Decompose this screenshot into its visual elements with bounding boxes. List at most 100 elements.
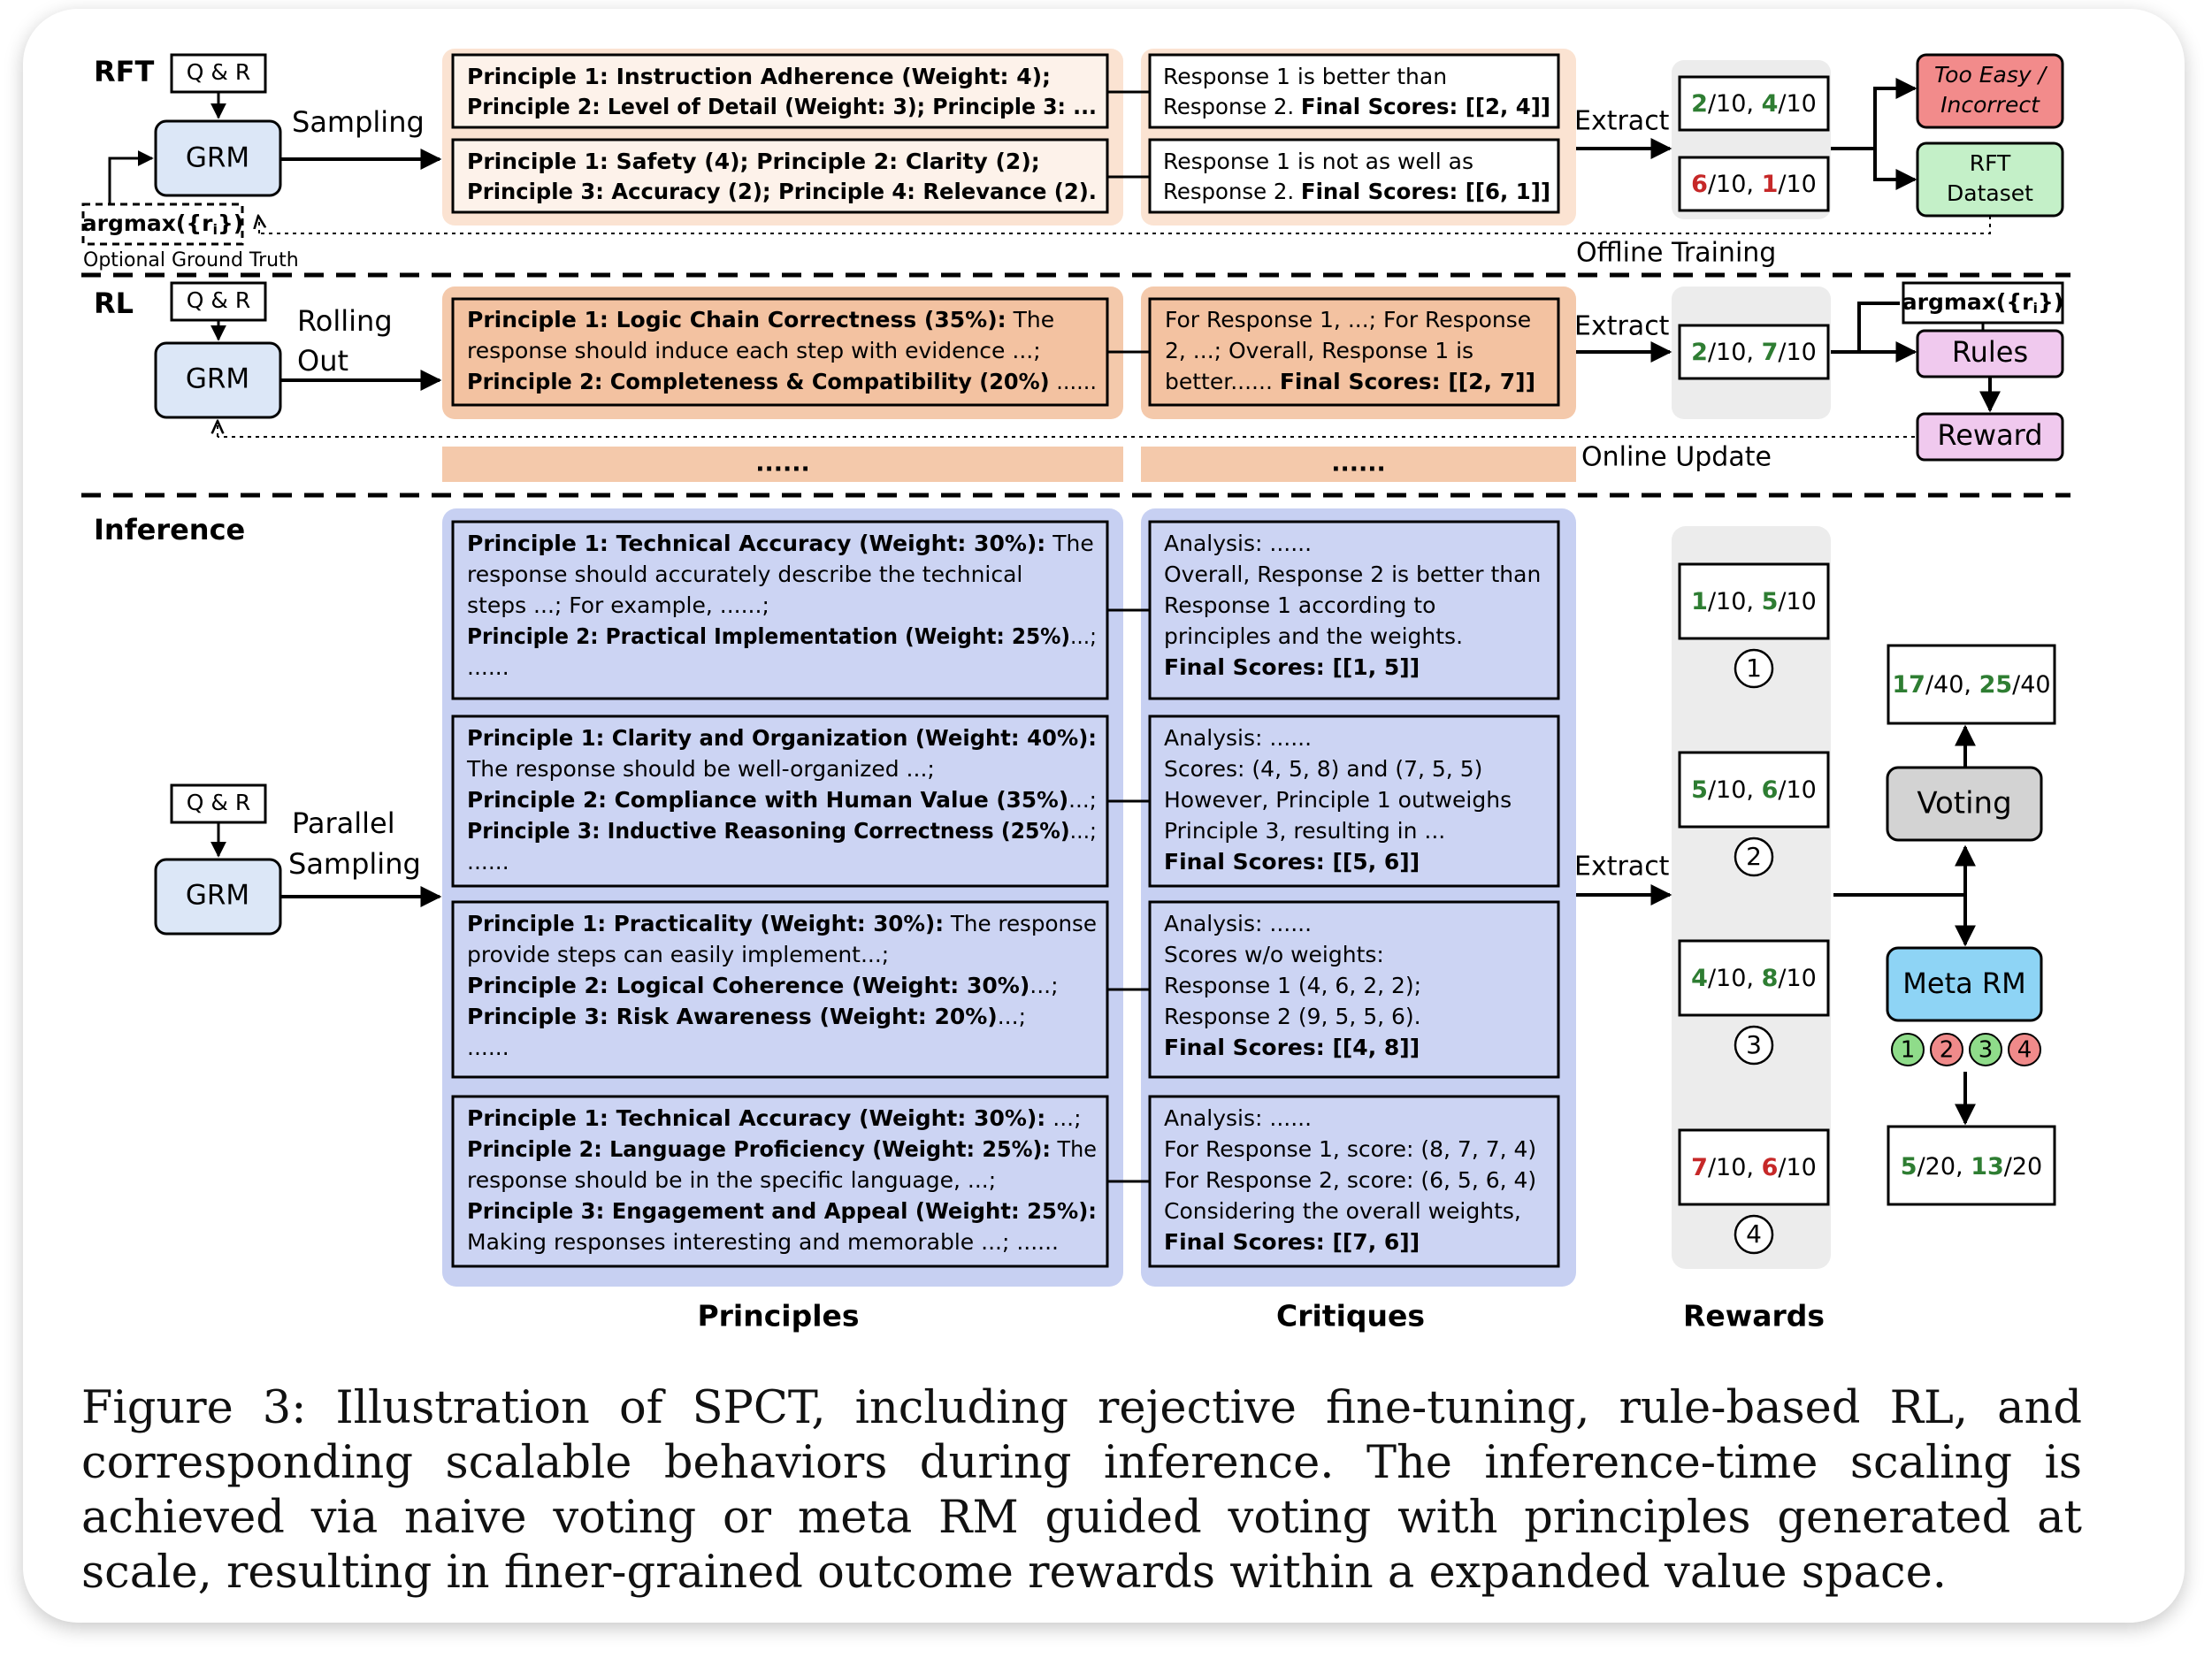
inf-reward-value-1-run: 1 (1691, 588, 1708, 615)
rl-critique-text-line-run: Final Scores: [[2, 7]] (1280, 369, 1535, 394)
rl-critique-text-line: 2, ...; Overall, Response 1 is (1165, 338, 1473, 363)
rl-argmax-label-run: i (2032, 300, 2037, 317)
inf-critique-box-1-text-line-run: Response 1 according to (1164, 592, 1435, 618)
rl-principle-text-line-run: The (1006, 307, 1054, 332)
meta-mark-circle-3 (1969, 1033, 2002, 1066)
rft-principle-box-1-text-line: Principle 1: Instruction Adherence (Weig… (467, 64, 1051, 89)
inf-principle-box-1 (451, 520, 1109, 700)
meta-result-value: 5/20, 13/20 (1901, 1153, 2042, 1180)
meta-result-value-run: 5 (1901, 1153, 1917, 1180)
rft-branch-bottom (1873, 149, 1917, 190)
inf-critique-box-1 (1148, 520, 1560, 700)
inf-reward-value-4-run: /10, (1708, 1154, 1762, 1181)
inf-reward-value-3-run: /10 (1778, 965, 1816, 992)
voting-result-value-run: /40, (1925, 671, 1979, 699)
rl-extract-label: Extract (1574, 311, 1670, 342)
inf-principle-box-3-text-line-run: Principle 2: Logical Coherence (Weight: … (467, 973, 1029, 998)
inf-critique-box-3-text-line: Scores w/o weights: (1164, 942, 1384, 967)
inf-reward-value-2-run: /10 (1778, 776, 1816, 804)
inf-reward-index-circle-4 (1734, 1214, 1774, 1255)
rl-grm-box (154, 341, 282, 419)
inf-parallel-label-1: Parallel (292, 806, 395, 840)
inf-grm-box (154, 858, 282, 936)
rl-principle-box (451, 297, 1109, 407)
figure-caption: Figure 3: Illustration of SPCT, includin… (81, 1382, 2082, 1599)
inf-reward-index-4: 4 (1746, 1219, 1762, 1249)
inf-principle-box-4-text-line-run: Principle 1: Technical Accuracy (Weight:… (467, 1105, 1045, 1131)
inf-critique-box-2-text-line-run: Analysis: ...... (1164, 725, 1312, 751)
rl-argmax-label-run: }) (2038, 289, 2063, 315)
rft-critique-box-2-text-line-run: Final Scores: [[6, 1]] (1301, 179, 1550, 204)
inf-qr-box (170, 783, 267, 824)
inf-reward-value-3-run: 4 (1691, 965, 1708, 992)
rft-critique-box-1-text-line: Response 1 is better than (1163, 64, 1447, 89)
inf-principle-box-3-text-line: Principle 1: Practicality (Weight: 30%):… (467, 911, 1097, 936)
inf-critique-box-1-text-line-run: principles and the weights. (1164, 623, 1463, 649)
offline-training-line (259, 216, 1991, 234)
inf-critique-box-2-text-line-run: Principle 3, resulting in ... (1164, 818, 1445, 844)
inf-critique-box-2-text-line: Scores: (4, 5, 8) and (7, 5, 5) (1164, 756, 1482, 782)
inf-reward-value-2-run: 6 (1762, 776, 1779, 804)
inf-critique-box-1-text-line: Overall, Response 2 is better than (1164, 562, 1541, 587)
rft-argmax-label-run: i (212, 221, 217, 238)
rl-critique-text-line-run: better...... (1165, 369, 1280, 394)
inf-principle-box-3-text-line: provide steps can easily implement...; (467, 942, 889, 967)
rl-principle-text-line-run: ...... (1050, 369, 1097, 394)
inf-principle-box-3-text-line-run: Principle 3: Risk Awareness (Weight: 20%… (467, 1004, 998, 1029)
rft-reward-value-2-run: 1 (1762, 171, 1779, 198)
rft-principle-box-2-text-line: Principle 3: Accuracy (2); Principle 4: … (467, 179, 1097, 204)
inf-critique-box-3-text-line-run: Response 1 (4, 6, 2, 2); (1164, 973, 1421, 998)
rl-more-critiques-ellipsis: ...... (1331, 450, 1386, 478)
too-easy-label-1: Too Easy / (1934, 62, 2048, 88)
rl-more-principles-bar (442, 447, 1123, 482)
inf-critique-box-4-text-line: Analysis: ...... (1164, 1105, 1312, 1131)
inf-critique-box-1-text-line: principles and the weights. (1164, 623, 1463, 649)
inf-principle-box-1-text-line-run: response should accurately describe the … (467, 562, 1022, 587)
rl-argmax-label: argmax({ri}) (1902, 289, 2063, 317)
rft-critique-box-2-text-line: Response 1 is not as well as (1163, 149, 1473, 174)
inf-principle-box-2-text-line-run: ...; (1070, 818, 1097, 844)
inf-principle-box-3-text-line: Principle 2: Logical Coherence (Weight: … (467, 973, 1059, 998)
rft-qr-box (170, 53, 267, 94)
rft-dataset-label-1: RFT (1970, 150, 2011, 176)
offline-training-arrow (258, 216, 259, 233)
rft-principle-box-1-text-line-run: Principle 2: Level of Detail (Weight: 3)… (467, 94, 1097, 119)
rft-critique-box-2-text-line-run: Response 1 is not as well as (1163, 149, 1473, 174)
voting-result-value-run: 25 (1979, 671, 2013, 699)
rft-reward-box-1 (1678, 75, 1830, 132)
inf-reward-value-1-run: 5 (1762, 588, 1779, 615)
inf-principle-box-3-text-line-run: The response (944, 911, 1097, 936)
inf-principle-box-3-text-line: Principle 3: Risk Awareness (Weight: 20%… (467, 1004, 1026, 1029)
voting-result-value-run: 17 (1892, 671, 1925, 699)
inf-principle-box-1-text-line: Principle 2: Practical Implementation (W… (467, 623, 1097, 649)
rl-reward-value-run: 7 (1762, 339, 1779, 366)
inf-principle-box-1-text-line-run: Principle 2: Practical Implementation (W… (467, 623, 1070, 649)
rft-critique-box-1-text-line: Response 2. Final Scores: [[2, 4]] (1163, 94, 1550, 119)
inf-reward-box-2 (1678, 751, 1830, 829)
meta-rm-box (1886, 946, 2043, 1022)
inf-critique-box-1-text-line-run: Overall, Response 2 is better than (1164, 562, 1541, 587)
online-update-label: Online Update (1581, 442, 1772, 473)
rft-reward-value-1: 2/10, 4/10 (1691, 90, 1817, 118)
voting-result-value-run: /40 (2012, 671, 2050, 699)
rft-reward-value-1-run: 2 (1691, 90, 1708, 118)
voting-label: Voting (1917, 786, 2011, 821)
inf-principle-box-2-text-line-run: Principle 3: Inductive Reasoning Correct… (467, 818, 1070, 844)
inf-critique-box-2-text-line-run: However, Principle 1 outweighs (1164, 787, 1512, 813)
section-title-inference: Inference (94, 513, 245, 546)
inf-extract-label: Extract (1574, 852, 1670, 882)
rules-label: Rules (1952, 335, 2028, 369)
rl-more-critiques-bar (1141, 447, 1576, 482)
rl-principle-text-line-run: Principle 1: Logic Chain Correctness (35… (467, 307, 1006, 332)
rft-critique-box-1-text-line-run: Response 2. (1163, 94, 1301, 119)
meta-mark-label-3: 3 (1979, 1037, 1994, 1064)
inf-critique-box-3-text-line-run: Response 2 (9, 5, 5, 6). (1164, 1004, 1421, 1029)
meta-result-value-run: 13 (1971, 1153, 2004, 1180)
rl-principle-text-line: response should induce each step with ev… (467, 338, 1041, 363)
rft-principle-box-2-text-line: Principle 1: Safety (4); Principle 2: Cl… (467, 149, 1040, 174)
inf-critique-box-4 (1148, 1095, 1560, 1268)
too-easy-box (1916, 53, 2064, 129)
inf-principle-box-3-text-line-run: Principle 1: Practicality (Weight: 30%): (467, 911, 944, 936)
inf-principle-box-1-text-line-run: Principle 1: Technical Accuracy (Weight:… (467, 531, 1045, 556)
rft-argmax-label: argmax({ri}) (82, 210, 243, 238)
